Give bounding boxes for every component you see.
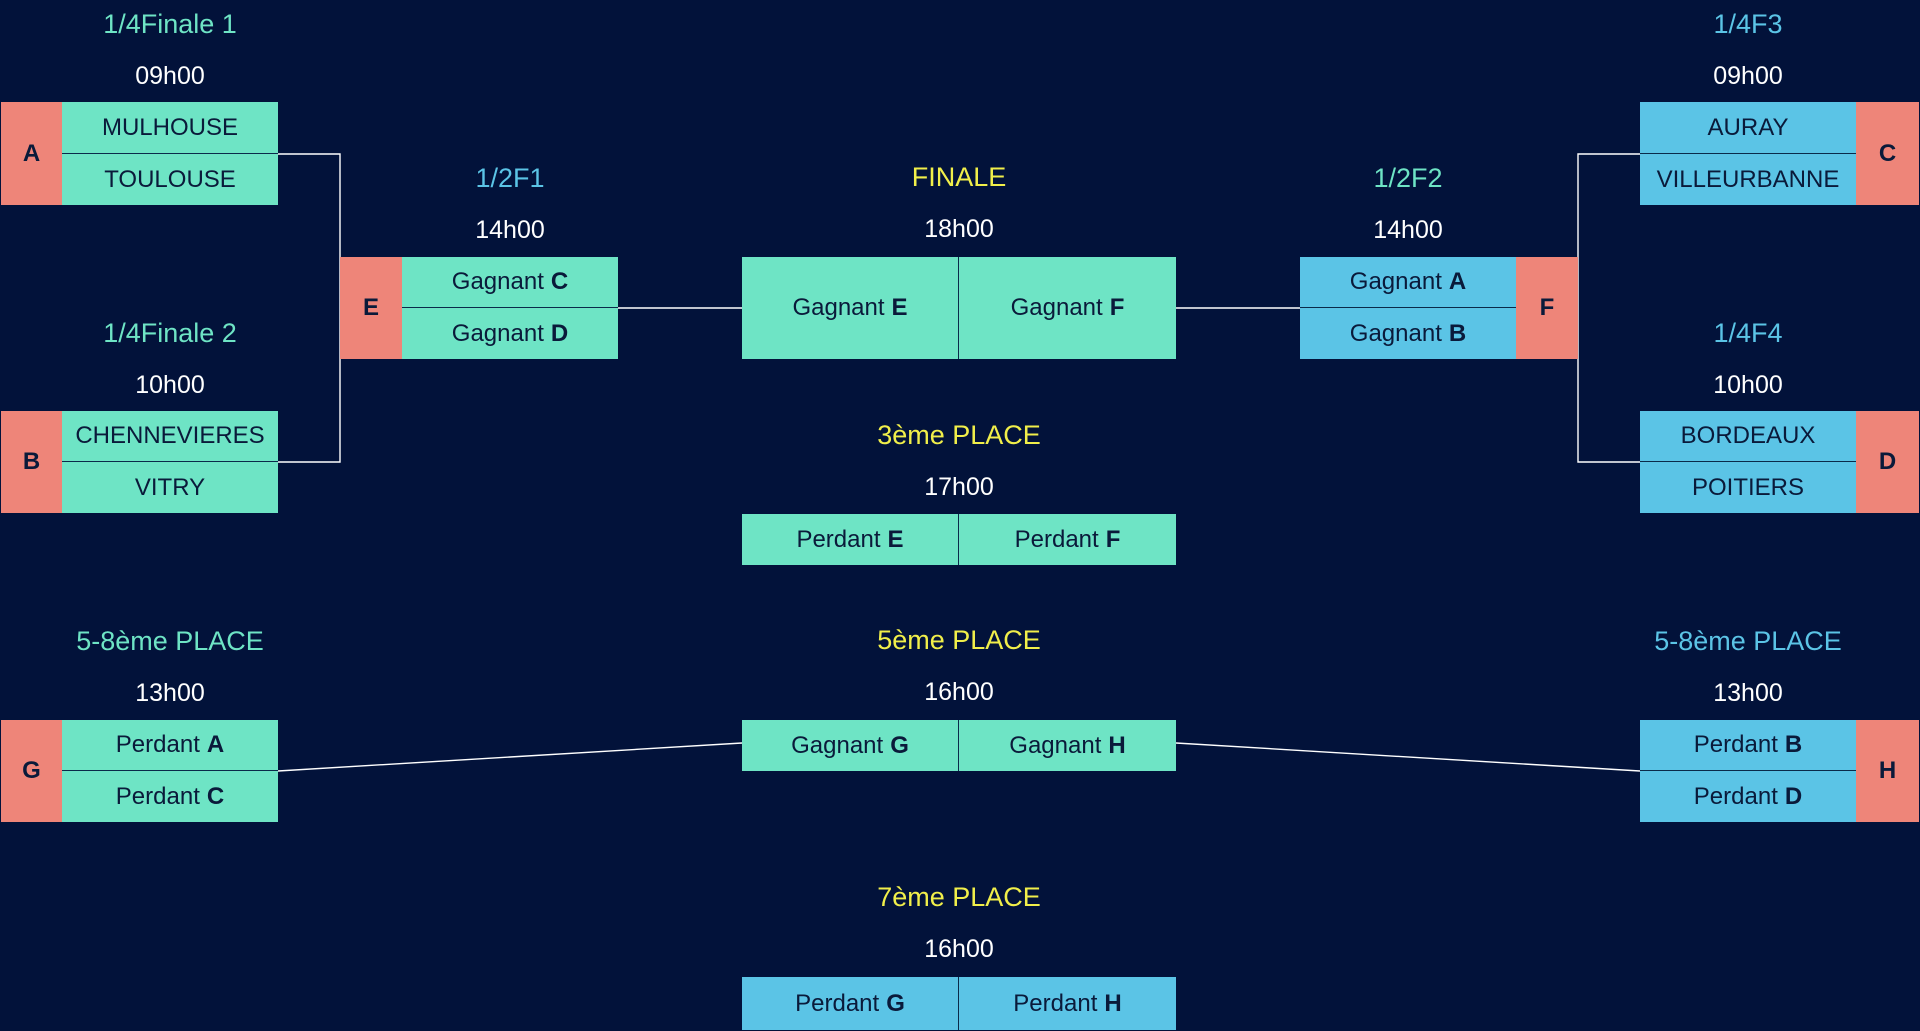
third-place-title: 3ème PLACE (877, 420, 1041, 450)
sf2-row2-prefix: Gagnant (1349, 319, 1442, 347)
placement-g-row2-ref: C (206, 782, 225, 810)
placement-g-tag: G (1, 720, 62, 822)
qf2-time: 10h00 (135, 371, 205, 399)
qf1-team2: TOULOUSE (62, 154, 278, 205)
sf2-row2-ref: B (1448, 319, 1467, 347)
placement-h-title: 5-8ème PLACE (1654, 626, 1842, 656)
fifth-place-right-prefix: Gagnant (1009, 731, 1102, 759)
sf2-row1-prefix: Gagnant (1349, 268, 1442, 295)
sf2-row1-ref: A (1448, 268, 1467, 295)
placement-g-title: 5-8ème PLACE (76, 626, 264, 656)
placement-h-row1-ref: B (1784, 731, 1803, 758)
placement-h-row1-prefix: Perdant (1693, 731, 1778, 758)
qf3-title: 1/4F3 (1713, 9, 1783, 39)
sf1-tag: E (340, 257, 402, 359)
sf2-title: 1/2F2 (1373, 163, 1443, 193)
final-right-ref: F (1109, 294, 1125, 321)
qf4-time: 10h00 (1713, 371, 1783, 399)
seventh-place-right-prefix: Perdant (1013, 989, 1098, 1017)
third-place-right-ref: F (1105, 525, 1121, 553)
seventh-place-time: 16h00 (924, 935, 994, 963)
final-title: FINALE (911, 162, 1007, 192)
fifth-place-time: 16h00 (924, 678, 994, 706)
placement-g-time: 13h00 (135, 679, 205, 707)
qf3-team2: VILLEURBANNE (1640, 154, 1856, 205)
qf4-team2: POITIERS (1640, 462, 1856, 513)
placement-h-tag: H (1856, 720, 1919, 822)
third-place-left-prefix: Perdant (796, 525, 881, 553)
seventh-place-left-ref: G (886, 989, 905, 1017)
qf2-team1: CHENNEVIERES (62, 411, 278, 462)
qf3-team1: AURAY (1640, 102, 1856, 154)
connector-g-to-5th (277, 742, 743, 772)
seventh-place-left-prefix: Perdant (795, 989, 880, 1017)
sf1-time: 14h00 (475, 216, 545, 244)
final-right-prefix: Gagnant (1010, 294, 1103, 321)
fifth-place-left-ref: G (890, 731, 909, 759)
qf1-team1: MULHOUSE (62, 102, 278, 154)
qf2-team2: VITRY (62, 462, 278, 513)
sf1-row2-ref: D (550, 319, 569, 347)
final-left-prefix: Gagnant (792, 294, 885, 321)
qf3-tag: C (1856, 102, 1919, 205)
placement-h-row2-prefix: Perdant (1693, 782, 1778, 810)
connector-h-to-5th (1175, 742, 1641, 772)
qf1-title: 1/4Finale 1 (103, 9, 237, 39)
qf1-tag: A (1, 102, 62, 205)
qf2-title: 1/4Finale 2 (103, 318, 237, 348)
placement-h-row2-ref: D (1784, 782, 1803, 810)
connector-qf1-qf2-to-sf1 (278, 153, 341, 463)
final-left-ref: E (891, 294, 908, 321)
fifth-place-right-ref: H (1108, 731, 1126, 759)
sf1-row2-prefix: Gagnant (451, 319, 544, 347)
placement-g-row1-ref: A (206, 731, 225, 758)
seventh-place-title: 7ème PLACE (877, 882, 1041, 912)
qf4-tag: D (1856, 411, 1919, 513)
sf1-row1-prefix: Gagnant (451, 268, 544, 295)
sf1-row1-ref: C (550, 268, 569, 295)
qf4-team1: BORDEAUX (1640, 411, 1856, 462)
placement-h-time: 13h00 (1713, 679, 1783, 707)
qf2-tag: B (1, 411, 62, 513)
qf1-time: 09h00 (135, 62, 205, 90)
third-place-time: 17h00 (924, 473, 994, 501)
final-time: 18h00 (924, 215, 994, 243)
third-place-right-prefix: Perdant (1014, 525, 1099, 553)
third-place-left-ref: E (887, 525, 904, 553)
sf1-title: 1/2F1 (475, 163, 545, 193)
connector-qf3-qf4-to-sf2 (1577, 153, 1640, 463)
fifth-place-title: 5ème PLACE (877, 625, 1041, 655)
sf2-tag: F (1516, 257, 1578, 359)
placement-g-row1-prefix: Perdant (115, 731, 200, 758)
qf4-title: 1/4F4 (1713, 318, 1783, 348)
placement-g-row2-prefix: Perdant (115, 782, 200, 810)
qf3-time: 09h00 (1713, 62, 1783, 90)
seventh-place-right-ref: H (1104, 989, 1122, 1017)
fifth-place-left-prefix: Gagnant (791, 731, 884, 759)
sf2-time: 14h00 (1373, 216, 1443, 244)
